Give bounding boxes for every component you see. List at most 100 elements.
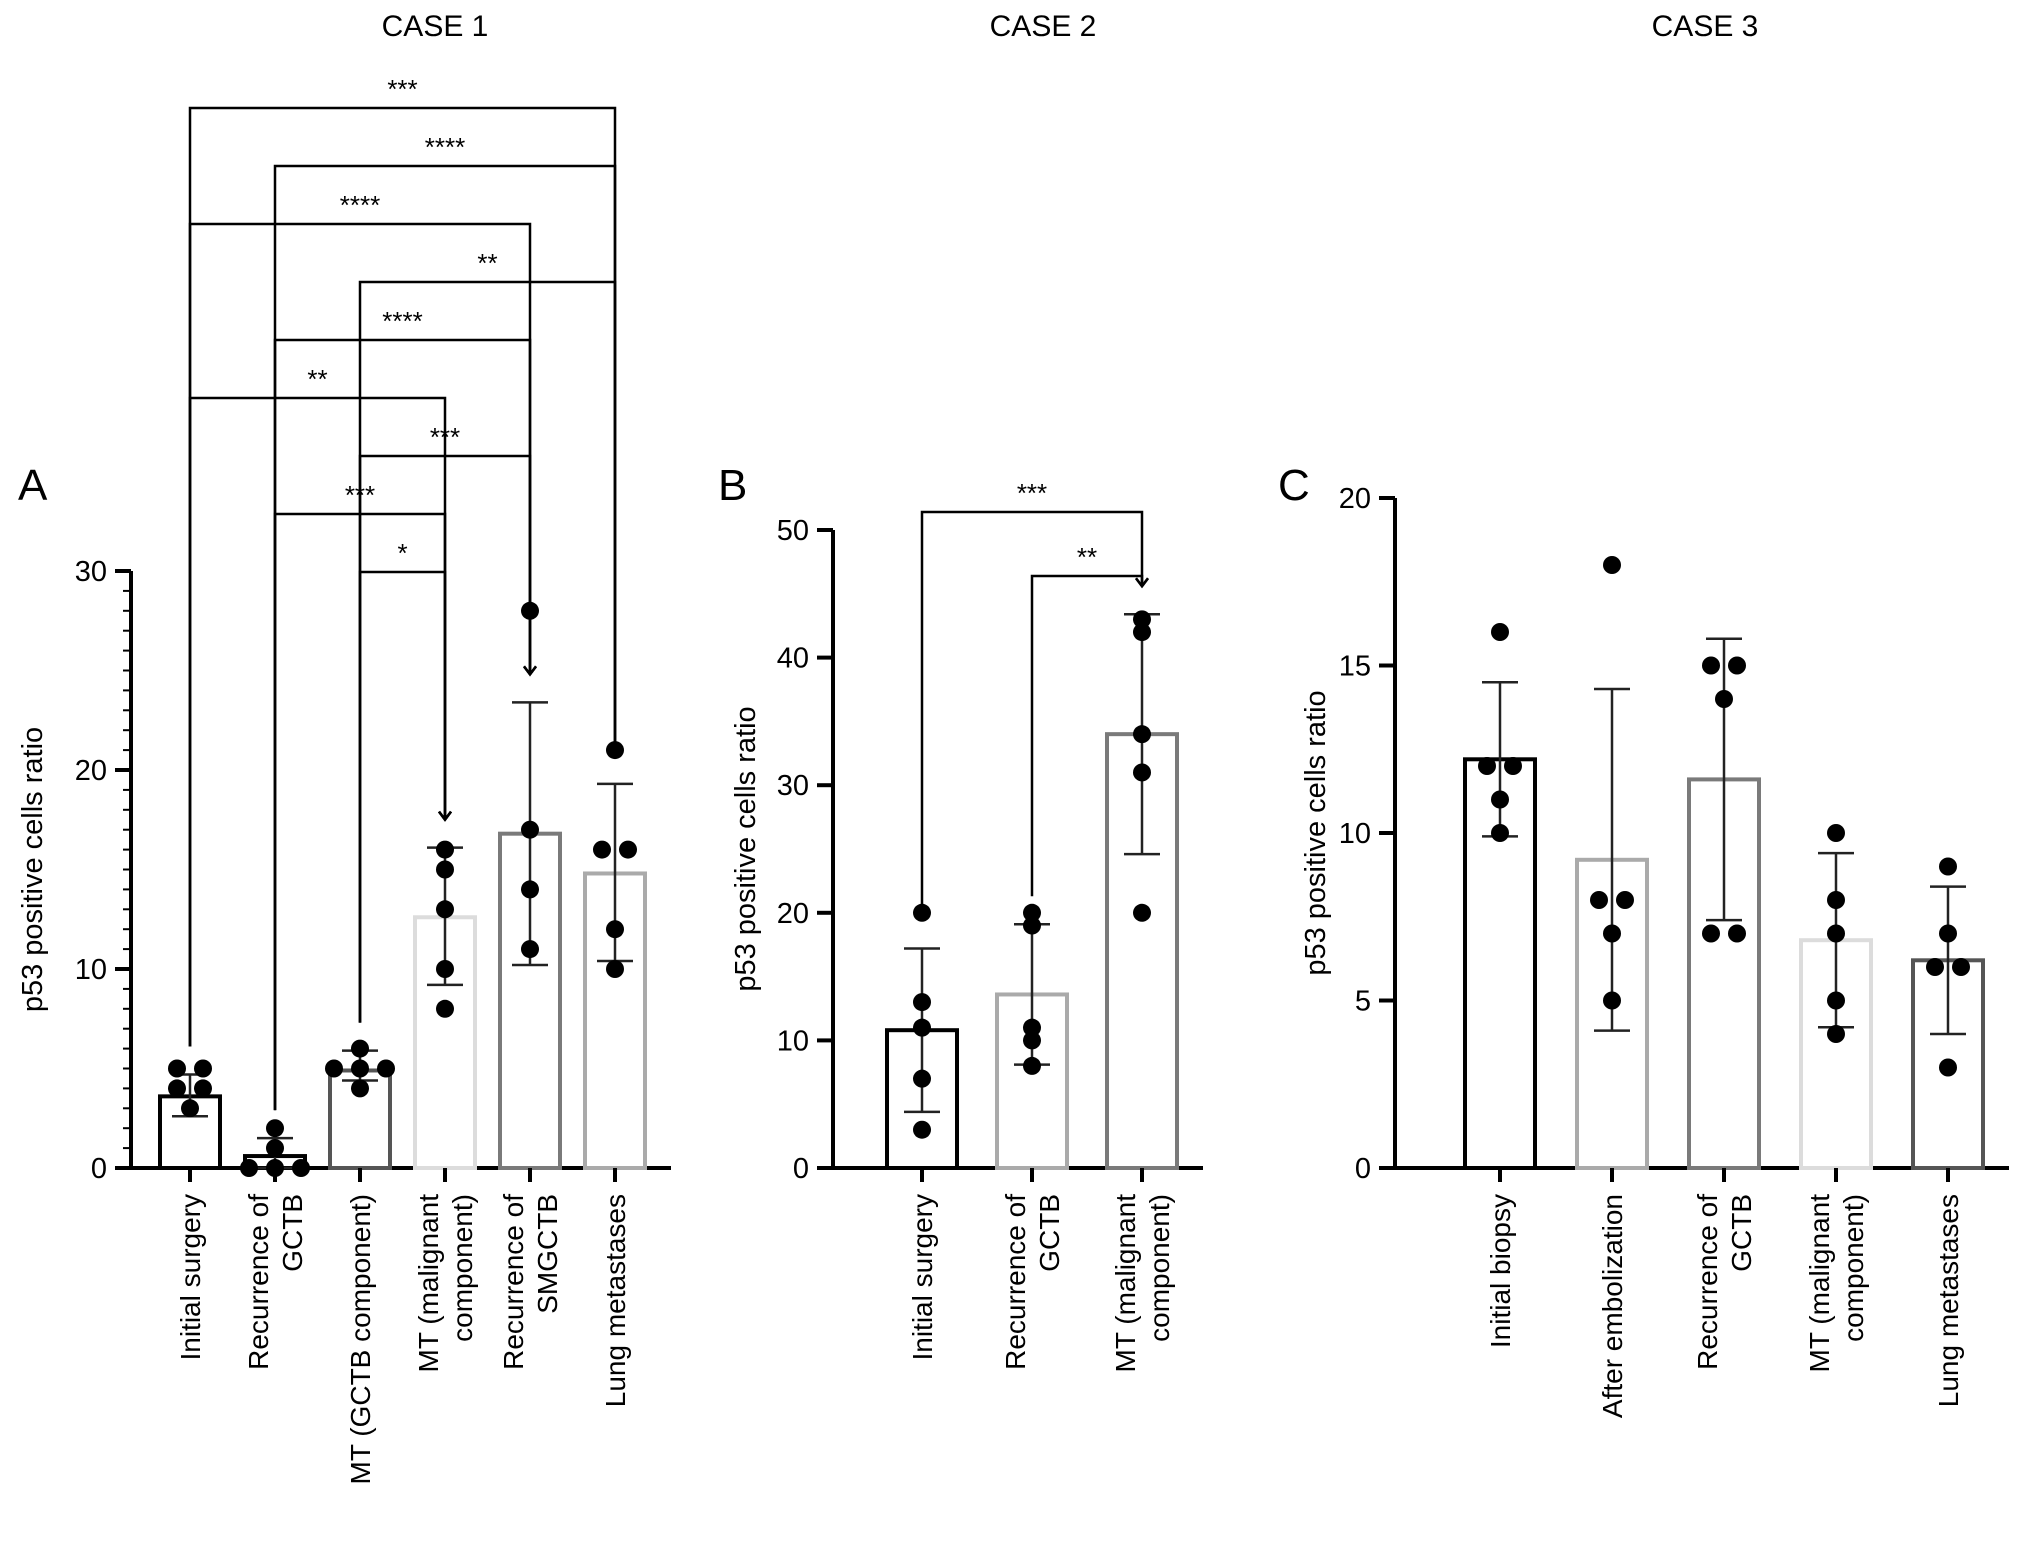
data-point [436, 860, 454, 879]
data-point [1603, 924, 1621, 943]
data-point [266, 1139, 284, 1158]
data-point [913, 1120, 931, 1139]
data-point [266, 1159, 284, 1177]
data-point [351, 1039, 369, 1058]
data-point [240, 1159, 258, 1177]
data-point [913, 993, 931, 1012]
data-point [1478, 757, 1496, 775]
x-tick-label-line: Recurrence of [243, 1194, 274, 1370]
x-tick-label: Initial biopsy [1485, 1194, 1516, 1348]
data-point [325, 1059, 343, 1078]
data-point [1133, 623, 1151, 642]
significance-label: *** [1017, 478, 1047, 508]
data-point [1827, 924, 1845, 943]
y-tick-label: 5 [1355, 986, 1371, 1018]
y-tick-label: 30 [75, 556, 107, 588]
significance-arrow [523, 665, 537, 677]
panel-letter: B [718, 461, 747, 510]
y-tick-label: 20 [75, 755, 107, 787]
data-point [181, 1099, 199, 1118]
x-tick-label: After embolization [1597, 1194, 1628, 1418]
x-tick-label-line: component) [447, 1194, 478, 1342]
x-tick-label: MT (GCTB component) [345, 1194, 376, 1484]
data-point [1939, 1058, 1957, 1077]
data-point [521, 940, 539, 959]
x-tick-label-line: Recurrence of [1692, 1194, 1723, 1370]
x-tick-label: Lung metastases [1933, 1194, 1964, 1407]
significance-label: *** [387, 74, 417, 104]
y-axis-label: p53 positive cells ratio [730, 706, 762, 991]
data-point [521, 820, 539, 839]
data-point [1133, 763, 1151, 782]
data-point [1491, 824, 1509, 842]
y-tick-label: 20 [777, 898, 809, 930]
x-tick-label-line: MT (malignant [413, 1194, 444, 1373]
data-point [266, 1119, 284, 1138]
y-tick-label: 0 [1355, 1153, 1371, 1185]
data-point [521, 880, 539, 899]
y-tick-label: 10 [1339, 818, 1371, 850]
data-point [1023, 903, 1041, 922]
significance-label: ** [307, 364, 327, 394]
significance-bracket [358, 454, 532, 675]
x-tick-label-line: GCTB [1726, 1194, 1757, 1272]
x-tick-label-line: GCTB [277, 1194, 308, 1272]
x-tick-label-line: Lung metastases [600, 1194, 631, 1407]
data-point [913, 1069, 931, 1088]
data-point [292, 1159, 310, 1177]
y-tick-label: 30 [777, 770, 809, 802]
significance-label: ** [1077, 542, 1097, 572]
data-point [1133, 610, 1151, 629]
significance-label: **** [382, 306, 422, 336]
data-point [1827, 824, 1845, 842]
data-point [1133, 725, 1151, 744]
data-point [194, 1059, 212, 1078]
x-tick-label-line: Recurrence of [498, 1194, 529, 1370]
data-point [1603, 556, 1621, 574]
data-point [1939, 924, 1957, 943]
data-point [436, 900, 454, 919]
significance-label: *** [430, 422, 460, 452]
data-point [351, 1079, 369, 1098]
data-point [1491, 623, 1509, 641]
data-point [1023, 1056, 1041, 1075]
significance-label: *** [345, 480, 375, 510]
data-point [1702, 924, 1720, 943]
data-point [168, 1079, 186, 1098]
significance-label: * [397, 538, 407, 568]
y-tick-label: 0 [793, 1153, 809, 1185]
significance-label: **** [340, 190, 380, 220]
data-point [1702, 656, 1720, 675]
x-tick-label-line: Recurrence of [1000, 1194, 1031, 1370]
significance-bracket [1030, 574, 1144, 616]
significance-bracket [188, 396, 447, 820]
x-tick-label: Initial surgery [175, 1194, 206, 1361]
significance-bracket [358, 570, 447, 820]
significance-arrow [438, 810, 452, 822]
data-point [377, 1059, 395, 1078]
y-tick-label: 50 [777, 515, 809, 547]
data-point [1715, 690, 1733, 708]
significance-bracket [188, 106, 617, 756]
data-point [606, 920, 624, 939]
significance-arrow [608, 747, 622, 759]
x-tick-label-line: SMGCTB [532, 1194, 563, 1314]
data-point [1133, 903, 1151, 922]
data-point [1827, 1025, 1845, 1043]
data-point [1939, 857, 1957, 876]
data-point [1827, 991, 1845, 1010]
x-tick-label-line: Initial surgery [907, 1194, 938, 1361]
x-tick-label-line: Initial surgery [175, 1194, 206, 1361]
significance-label: ** [477, 248, 497, 278]
x-tick-label: Initial surgery [907, 1194, 938, 1361]
x-tick-label-line: MT (GCTB component) [345, 1194, 376, 1484]
data-point [1590, 891, 1608, 909]
data-point [1728, 656, 1746, 675]
data-point [1023, 1018, 1041, 1037]
